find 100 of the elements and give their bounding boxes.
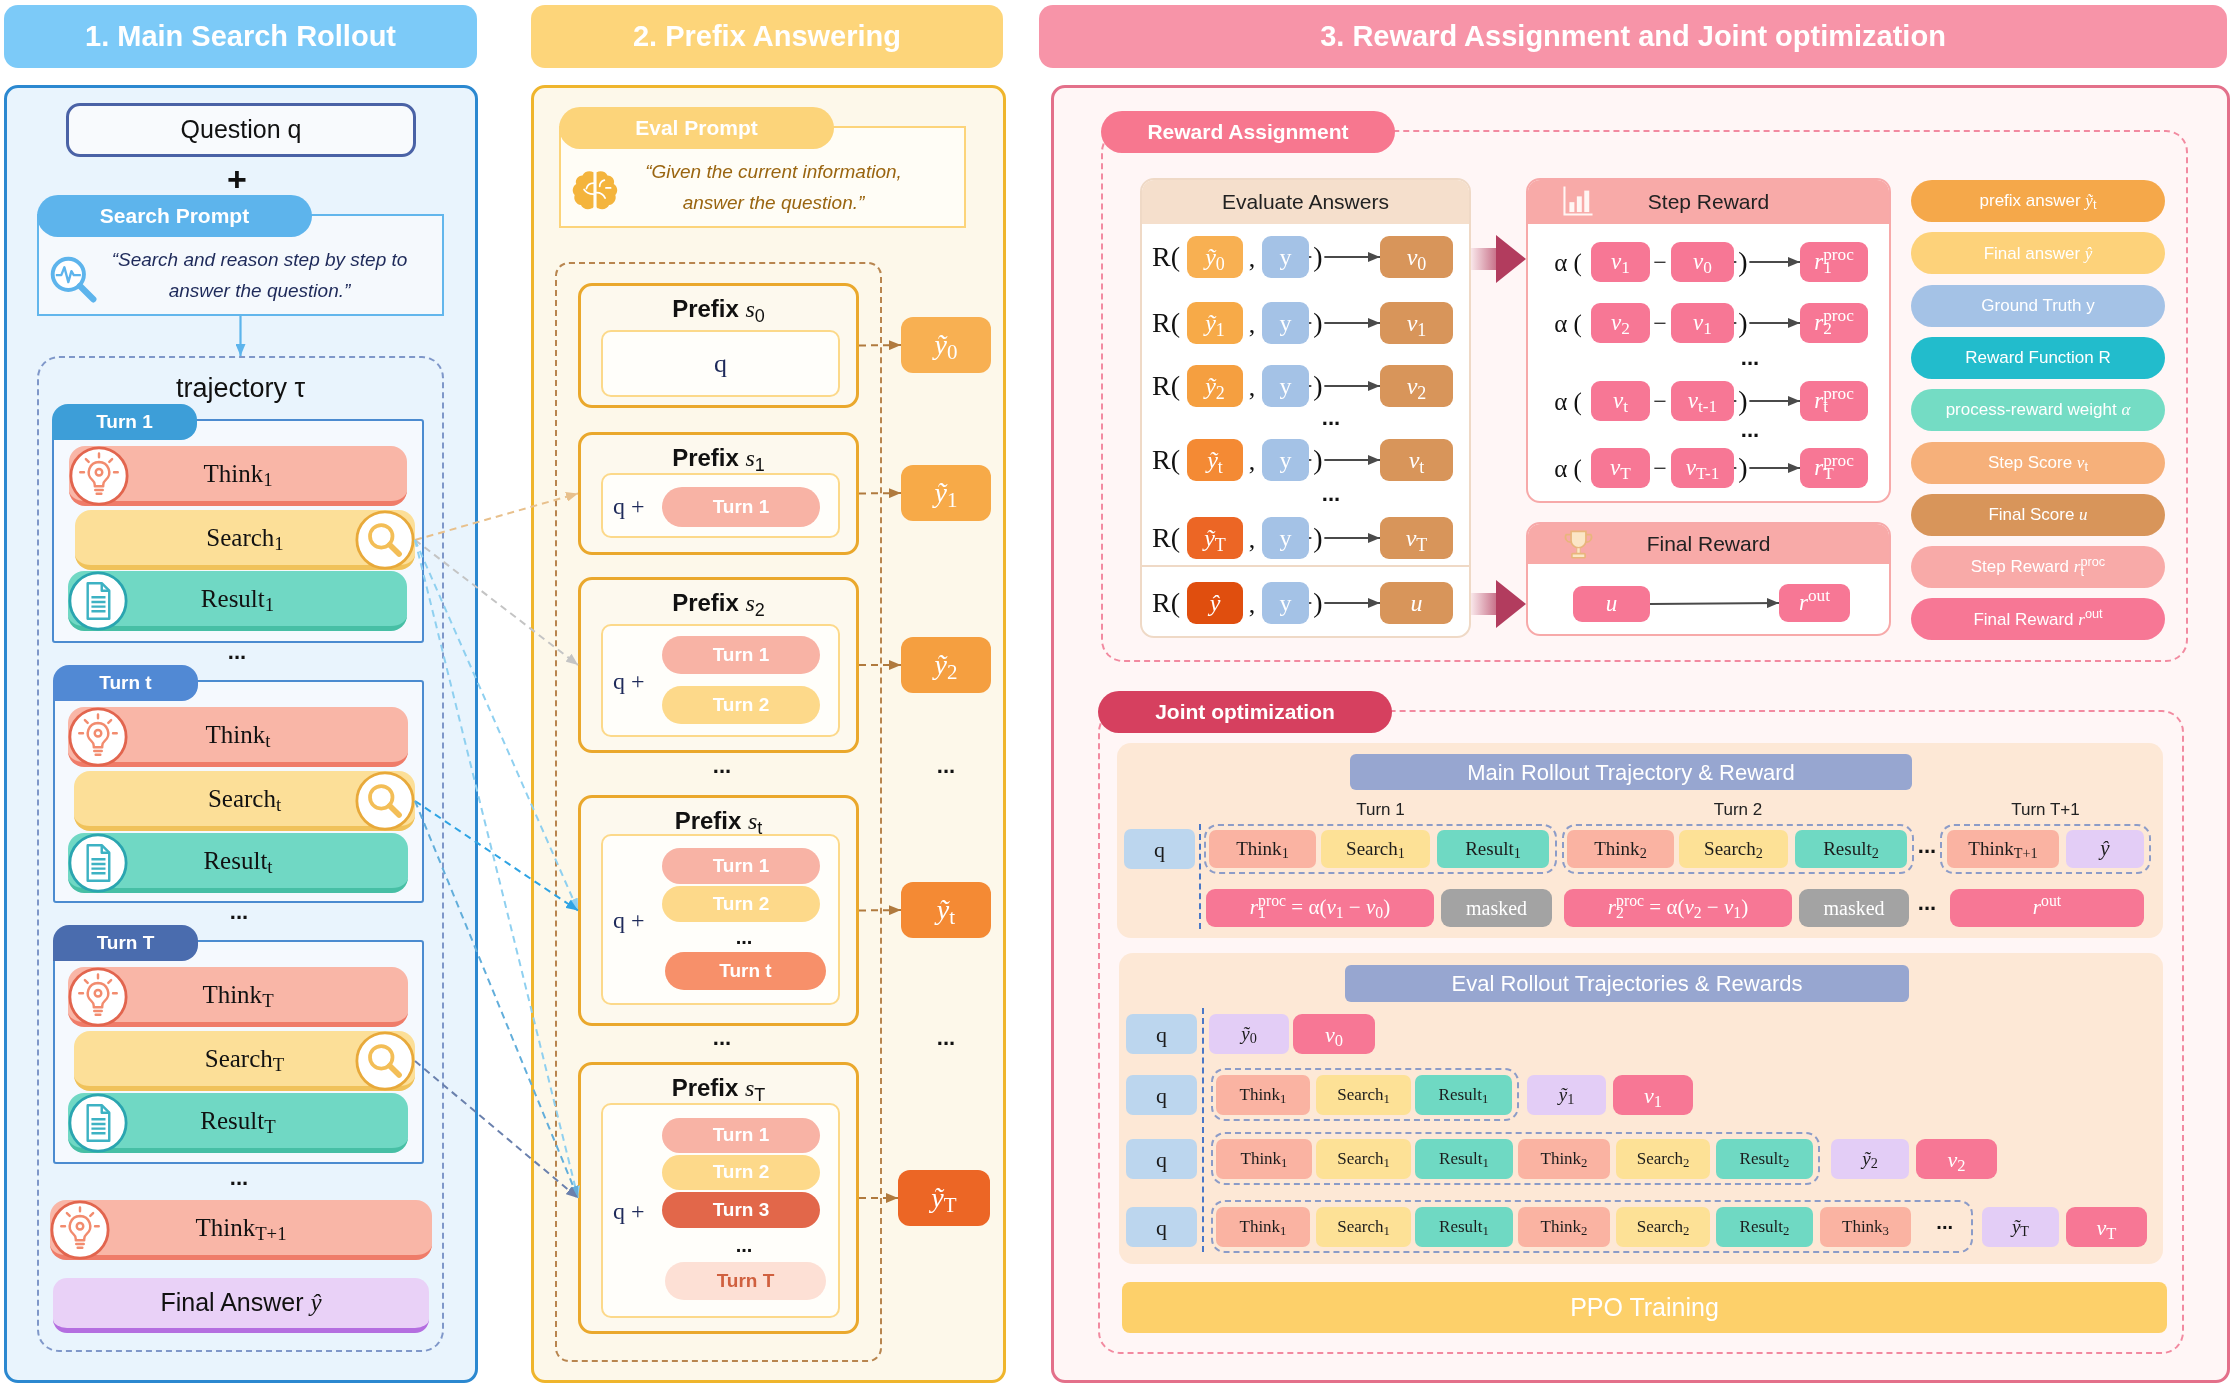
formula-text: α ( <box>1554 388 1582 414</box>
panel-header: 1. Main Search Rollout <box>4 5 477 68</box>
prefix-box <box>578 432 859 555</box>
dashed-arrow <box>414 492 579 541</box>
result-step: Result$_{2}$ <box>1795 830 1907 868</box>
step-label: Result$_{1}$ <box>200 583 275 618</box>
reward-card <box>1526 522 1891 636</box>
turn-tab: Turn t <box>53 665 198 701</box>
formula-text: α ( <box>1554 310 1582 336</box>
prefix-title: Prefix s$_{0}$ <box>672 294 765 327</box>
think-step: Think$_{1}$ <box>1216 1075 1310 1115</box>
think-pill <box>68 967 408 1027</box>
formula-text: ) <box>1736 454 1750 482</box>
score-box: v$_{1}$ <box>1671 303 1734 343</box>
step-label: Search$_{t}$ <box>207 783 282 818</box>
think-step: Think$_{2}$ <box>1518 1207 1610 1247</box>
query-text: q + <box>613 905 645 935</box>
step-label: Search$_{1}$ <box>206 522 284 557</box>
prefix-box <box>578 577 859 753</box>
reward-card <box>1526 178 1891 503</box>
formula-text: ) <box>1736 387 1750 415</box>
ellipsis: ... <box>712 755 732 777</box>
dashed-arrow <box>414 539 579 666</box>
prompt-title: Eval Prompt <box>559 107 834 149</box>
formula-text: , <box>1248 527 1256 553</box>
search-step: Search$_{2}$ <box>1679 830 1788 868</box>
arrow <box>235 316 246 356</box>
masked-box: masked <box>1441 889 1552 927</box>
query-box: q <box>1126 1075 1197 1115</box>
score-box: v$_{0}$ <box>1380 236 1453 278</box>
formula-text: ) <box>1311 589 1325 617</box>
answer-box: ỹ$_{T}$ <box>1982 1207 2059 1247</box>
query-box: q <box>1124 829 1195 869</box>
prefix-box <box>578 283 859 408</box>
block-arrow <box>1471 235 1526 283</box>
answer-box: ỹ$_{0}$ <box>901 317 991 373</box>
rollout-title: Eval Rollout Trajectories & Rewards <box>1345 965 1909 1002</box>
question-box: Question q <box>66 103 416 157</box>
prompt-text: “Search and reason step by step to answer the question.” <box>110 248 409 303</box>
turn-group <box>1204 824 1557 874</box>
prefix-title: Prefix s$_{T}$ <box>671 1073 766 1106</box>
formula-text: , <box>1248 375 1256 401</box>
trajectory-frame <box>37 356 444 1352</box>
step-label: Think$_{1}$ <box>203 458 273 493</box>
answer-box: ỹ$_{1}$ <box>1527 1075 1606 1115</box>
ellipsis: ... <box>1917 892 1937 914</box>
formula-text: ) <box>1311 243 1325 271</box>
rollout-panel <box>1117 743 2163 938</box>
search-step: Search$_{2}$ <box>1616 1207 1710 1247</box>
formula-text: ) <box>1311 524 1325 552</box>
section-title: Joint optimization <box>1098 691 1392 733</box>
prefix-content-box <box>601 624 840 737</box>
rollout-title: Main Rollout Trajectory & Reward <box>1350 754 1912 790</box>
result-step: Result$_{1}$ <box>1415 1075 1512 1115</box>
dashed-arrow <box>858 340 902 351</box>
turn-label: Turn 1 <box>1356 800 1405 820</box>
turn-pill: Turn 1 <box>662 487 820 527</box>
turn-pill: Turn T <box>665 1262 826 1300</box>
reward-box: r$_{2}$$^{proc}$ = α(v$_{2}$ − v$_{1}$) <box>1564 889 1792 927</box>
result-step: Result$_{1}$ <box>1437 830 1549 868</box>
dashed-arrow <box>858 905 902 916</box>
ground-truth-box: y <box>1262 582 1309 624</box>
score-box: v$_{t}$ <box>1380 439 1453 481</box>
answer-box: ŷ <box>1187 582 1243 624</box>
turn-tab: Turn 1 <box>52 404 197 440</box>
card-header: Evaluate Answers <box>1142 180 1469 224</box>
prefix-box <box>578 795 859 1026</box>
think-step: Think$_{1}$ <box>1216 1207 1310 1247</box>
dashed-arrow <box>858 660 902 670</box>
result-step: Result$_{2}$ <box>1716 1139 1813 1179</box>
think-pill <box>50 1200 432 1260</box>
turn-tab: Turn T <box>53 925 198 961</box>
think-step: Think$_{3}$ <box>1820 1207 1911 1247</box>
panel-header: 2. Prefix Answering <box>531 5 1003 68</box>
panel-header: 3. Reward Assignment and Joint optimization <box>1039 5 2227 68</box>
formula-text: , <box>1248 592 1256 618</box>
formula-text: α ( <box>1554 455 1582 481</box>
ellipsis: ... <box>936 755 956 777</box>
ellipsis: ... <box>1321 407 1341 429</box>
result-step: Result$_{1}$ <box>1415 1207 1513 1247</box>
score-box: u <box>1573 586 1650 622</box>
turn-group <box>1940 824 2151 874</box>
dashed-arrow <box>414 800 579 1199</box>
step-label: Search$_{T}$ <box>204 1043 285 1078</box>
score-box: v$_{1}$ <box>1591 242 1650 282</box>
answer-box: ỹ$_{T}$ <box>898 1170 990 1226</box>
ground-truth-box: y <box>1262 517 1309 559</box>
score-box: v$_{t}$ <box>1591 381 1650 421</box>
reward-box: v$_{T}$ <box>2066 1207 2147 1247</box>
turn-pill: Turn 2 <box>662 886 820 922</box>
panel <box>1051 85 2230 1383</box>
ground-truth-box: y <box>1262 439 1309 481</box>
search-step: Search$_{2}$ <box>1616 1139 1710 1179</box>
score-box: v$_{2}$ <box>1380 365 1453 407</box>
prefix-box <box>578 1062 859 1334</box>
query-box: q <box>1126 1207 1197 1247</box>
reward-box: r$_{1}$$^{proc}$ = α(v$_{1}$ − v$_{0}$) <box>1206 889 1434 927</box>
reward-box: r$^{out}$ <box>1779 584 1850 622</box>
minus-sign: − <box>1653 311 1667 335</box>
prefix-content-box <box>601 1103 840 1318</box>
